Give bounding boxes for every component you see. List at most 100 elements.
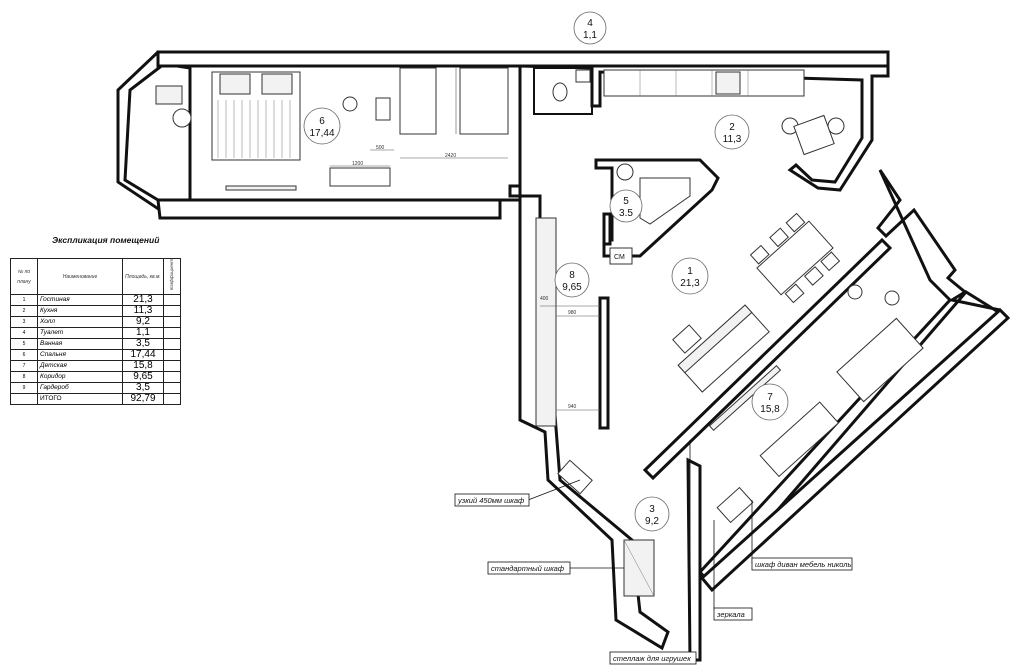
svg-text:2420: 2420: [445, 153, 456, 159]
svg-text:1200: 1200: [352, 161, 363, 167]
svg-text:9,65: 9,65: [562, 282, 582, 293]
corridor-partition: [598, 296, 610, 430]
note-sofa-wardrobe: шкаф диван мебель николь: [751, 500, 853, 571]
svg-text:980: 980: [568, 310, 577, 316]
room-label-7: 7 15,8: [751, 383, 789, 421]
header-area: Площадь, кв.м.: [122, 257, 164, 296]
pillow-2: [261, 73, 293, 95]
room-label-4: 4 1,1: [573, 11, 607, 45]
svg-text:11,3: 11,3: [723, 134, 742, 145]
svg-text:400: 400: [540, 296, 549, 302]
outer-wall-right: [697, 169, 1010, 589]
dimensions: 1200 2420 500 400 980 940: [330, 68, 600, 411]
top-band: [156, 50, 890, 68]
explication-header: № по плану Наименование Площадь, кв.м. К…: [10, 257, 181, 296]
svg-text:9,2: 9,2: [645, 516, 659, 527]
explication-table: № по плану Наименование Площадь, кв.м. К…: [10, 257, 181, 406]
svg-text:3.5: 3.5: [619, 208, 633, 219]
svg-text:940: 940: [568, 404, 577, 410]
desk: [329, 167, 391, 187]
coffee-table: [672, 324, 702, 354]
note-standard-wardrobe: стандартный шкаф: [487, 561, 624, 575]
svg-text:6: 6: [319, 116, 325, 127]
hall-wardrobe-diagonal: [623, 539, 655, 597]
kitchen-counter: [603, 69, 805, 97]
svg-text:5: 5: [623, 196, 629, 207]
room-label-5: 5 3.5: [609, 189, 643, 223]
svg-text:2: 2: [729, 122, 735, 133]
svg-text:шкаф диван мебель николь: шкаф диван мебель николь: [755, 560, 852, 569]
bay-desk: [155, 85, 183, 105]
header-coef: Коэффициент: [163, 257, 181, 296]
svg-text:стеллаж для игрушек: стеллаж для игрушек: [613, 654, 691, 663]
dining-set: [749, 212, 841, 304]
desk-chair: [342, 96, 358, 112]
room-label-6: 6 17,44: [303, 107, 341, 145]
room-label-1: 1 21,3: [671, 257, 709, 295]
hall-bottom-wall: [686, 457, 702, 662]
bedroom-wardrobe-1: [399, 67, 437, 135]
toilet-sink: [575, 69, 591, 83]
washer-box: [609, 247, 633, 265]
svg-text:7: 7: [767, 392, 773, 403]
room-label-3: 3 9,2: [634, 496, 670, 532]
bedroom-wardrobe-2: [459, 67, 509, 135]
side-table: [375, 97, 391, 121]
kitchen-table: [793, 114, 835, 156]
note-toy-shelf: стеллаж для игрушек: [609, 440, 697, 665]
corridor-partition-upper: [602, 212, 612, 246]
note-mirror: зеркала: [713, 520, 753, 621]
hall-wardrobe-narrow: [557, 459, 593, 495]
kitchen-chair-2: [827, 117, 845, 135]
svg-text:21,3: 21,3: [680, 278, 700, 289]
right-bottom-wall: [699, 307, 1011, 593]
explication-title: Экспликация помещений: [52, 235, 160, 245]
corridor-wardrobe: [535, 217, 557, 427]
tv-unit: [708, 364, 782, 432]
svg-text:1: 1: [687, 266, 693, 277]
tv-stand: [225, 185, 297, 191]
outer-wall-left: [156, 198, 502, 220]
svg-text:4: 4: [587, 18, 593, 29]
sink: [616, 163, 634, 181]
kids-desk: [716, 486, 754, 524]
svg-text:3: 3: [649, 504, 655, 515]
bed-hatching: [217, 100, 291, 158]
svg-text:зеркала: зеркала: [716, 610, 745, 619]
room-label-2: 2 11,3: [714, 114, 750, 150]
counter-divisions: [639, 70, 749, 96]
living-sofa: [677, 304, 770, 393]
svg-text:500: 500: [376, 145, 385, 151]
stove: [715, 71, 741, 95]
note-narrow-wardrobe: узкий 450мм шкаф: [454, 479, 581, 507]
header-no: № по плану: [10, 257, 38, 296]
header-name: Наименование: [37, 257, 123, 296]
toilet-room: [533, 67, 593, 115]
kids-bed: [836, 317, 924, 403]
room-label-8: 8 9,65: [554, 262, 590, 298]
pillow-1: [219, 73, 251, 95]
svg-text:17,44: 17,44: [309, 128, 334, 139]
kids-chairs: [847, 284, 900, 306]
svg-text:15,8: 15,8: [760, 404, 780, 415]
svg-text:узкий 450мм шкаф: узкий 450мм шкаф: [457, 496, 525, 505]
toilet: [552, 82, 568, 102]
svg-text:стандартный шкаф: стандартный шкаф: [491, 564, 565, 573]
washer-label: СМ: [614, 254, 625, 261]
svg-text:1,1: 1,1: [583, 30, 597, 41]
kids-sofa: [759, 401, 840, 478]
diagonal-partition: [642, 237, 893, 481]
svg-text:8: 8: [569, 270, 575, 281]
armchair: [172, 108, 192, 128]
